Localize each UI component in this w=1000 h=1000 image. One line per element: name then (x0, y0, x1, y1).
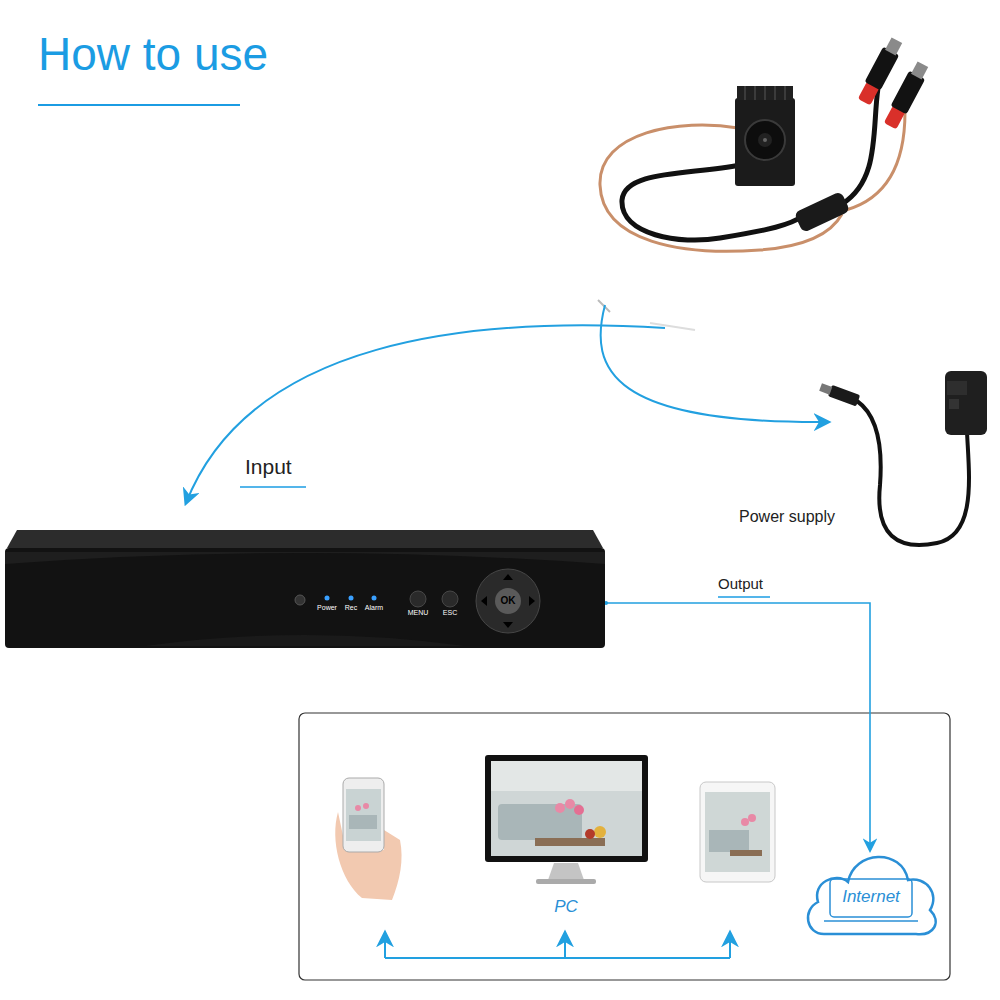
pc-monitor: PC (480, 752, 652, 922)
edge-label: Output (717, 575, 764, 592)
pc-monitor-shape (480, 752, 652, 922)
button-label: ESC (443, 609, 457, 617)
cloud-label: Internet (842, 887, 900, 907)
share-arrow (384, 933, 386, 958)
power-arrow (601, 305, 828, 422)
share-arrow (564, 933, 566, 958)
devices-panel (299, 713, 950, 980)
flow-label: Input (245, 455, 292, 479)
dvr-recorder: Power Rec AlarmMENU ESC OK (5, 528, 605, 650)
tablet (700, 782, 775, 882)
title-underline (38, 104, 240, 106)
dvr-recorder-shape (5, 528, 605, 650)
device-label: Power supply (739, 508, 835, 526)
wire-end (650, 323, 695, 330)
button-label: MENU (408, 609, 429, 617)
label-underline (240, 486, 306, 488)
internet-cloud: Internet (802, 850, 938, 938)
camera-illustration (600, 36, 931, 251)
button-label: OK (501, 595, 516, 607)
input-arrow (186, 325, 665, 503)
power-adapter: Power supply (735, 365, 997, 550)
led-label: Power (317, 604, 337, 612)
label-underline (718, 596, 770, 598)
share-arrow (729, 933, 731, 958)
led-label: Alarm (365, 604, 383, 612)
phone-in-hand (335, 778, 401, 900)
share-line (385, 957, 730, 959)
led-label: Rec (345, 604, 357, 612)
device-label: PC (554, 897, 578, 917)
page-title: How to use (38, 28, 268, 81)
